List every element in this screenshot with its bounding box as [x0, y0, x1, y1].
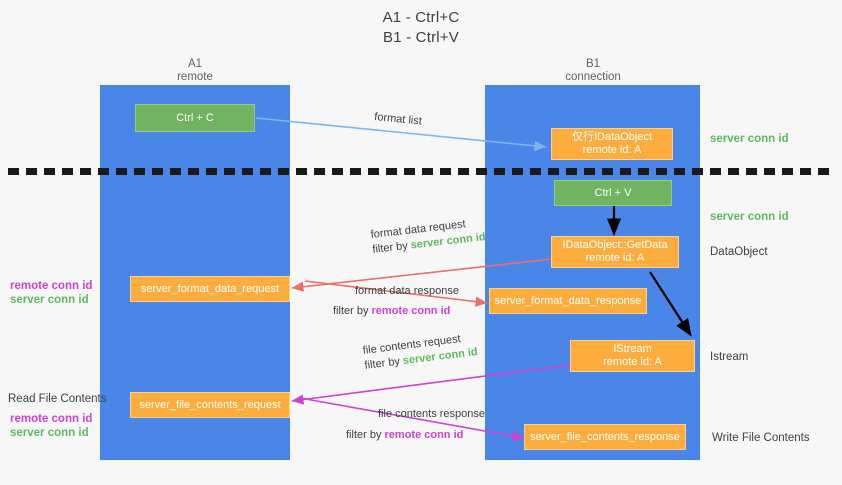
- column-header-a1-name: A1: [187, 58, 203, 70]
- node-istream-line1: IStream: [613, 343, 652, 355]
- annotation-server-conn-id-upper: server conn id: [10, 294, 89, 306]
- edge-label-format-data-response-line2: filter by remote conn id: [333, 304, 459, 319]
- annotation-server-conn-id-lower: server conn id: [10, 427, 89, 439]
- edge-label-format-data-request: format data request filter by server con…: [370, 215, 486, 258]
- node-server-file-contents-response[interactable]: server_file_contents_response: [524, 424, 686, 450]
- node-server-format-data-response-label: server_format_data_response: [494, 294, 642, 307]
- column-header-b1-sub: connection: [565, 71, 621, 83]
- edge-label-format-list: format list: [374, 110, 423, 130]
- edge-label-fdreq-prefix: filter by: [371, 239, 412, 256]
- edge-label-file-contents-response: file contents response filter by remote …: [346, 407, 486, 443]
- node-getdata-line2: remote id: A: [585, 252, 645, 264]
- annotation-dataobject: DataObject: [710, 246, 768, 258]
- column-header-a1-sub: remote: [177, 71, 213, 83]
- node-ctrl-v-label: Ctrl + V: [594, 186, 632, 199]
- node-idataobject-top-line1: 仅行IDataObject: [571, 131, 653, 143]
- node-idataobject-getdata[interactable]: IDataObject::GetData remote id: A: [551, 236, 679, 268]
- annotation-remote-conn-id-upper: remote conn id: [10, 280, 93, 292]
- edge-label-file-contents-response-line2: filter by remote conn id: [346, 428, 485, 443]
- node-ctrl-c-label: Ctrl + C: [176, 111, 214, 124]
- edge-label-fdresp-value: remote conn id: [371, 305, 451, 317]
- column-header-b1-name: B1: [585, 58, 601, 70]
- node-getdata-line1: IDataObject::GetData: [562, 239, 668, 251]
- annotation-istream: Istream: [710, 351, 749, 363]
- edge-label-fcresp-value: remote conn id: [384, 429, 464, 441]
- edge-label-file-contents-request: file contents request filter by server c…: [362, 330, 479, 374]
- node-istream[interactable]: IStream remote id: A: [570, 340, 695, 372]
- node-server-file-contents-request-label: server_file_contents_request: [139, 398, 281, 411]
- node-idataobject-top[interactable]: 仅行IDataObject remote id: A: [551, 128, 673, 160]
- column-header-a1: A1 remote: [115, 58, 275, 84]
- node-ctrl-c[interactable]: Ctrl + C: [135, 104, 255, 132]
- node-server-format-data-request-label: server_format_data_request: [140, 282, 280, 295]
- title-line-2: B1 - Ctrl+V: [383, 29, 459, 46]
- edge-label-format-data-response-line1: format data response: [355, 285, 459, 297]
- edge-label-format-data-response: format data response filter by remote co…: [333, 284, 459, 319]
- column-header-b1: B1 connection: [513, 58, 673, 84]
- annotation-server-conn-id-top: server conn id: [710, 133, 789, 145]
- annotation-read-file-contents: Read File Contents: [8, 393, 107, 405]
- node-server-file-contents-request[interactable]: server_file_contents_request: [130, 392, 290, 418]
- phase-divider: [8, 168, 834, 175]
- node-idataobject-top-line2: remote id: A: [582, 144, 642, 156]
- edge-label-format-list-text: format list: [373, 110, 423, 128]
- title-line-1: A1 - Ctrl+C: [382, 9, 460, 26]
- edge-label-fcresp-prefix: filter by: [346, 429, 385, 441]
- node-server-format-data-request[interactable]: server_format_data_request: [130, 276, 290, 302]
- edge-label-fdresp-prefix: filter by: [333, 305, 372, 317]
- node-server-file-contents-response-label: server_file_contents_response: [530, 430, 680, 443]
- node-istream-line2: remote id: A: [603, 356, 662, 368]
- node-ctrl-v[interactable]: Ctrl + V: [554, 180, 672, 206]
- page-title: A1 - Ctrl+C B1 - Ctrl+V: [0, 8, 842, 48]
- annotation-write-file-contents: Write File Contents: [712, 432, 810, 444]
- annotation-remote-conn-id-lower: remote conn id: [10, 413, 93, 425]
- node-server-format-data-response[interactable]: server_format_data_response: [489, 288, 647, 314]
- edge-label-fcreq-prefix: filter by: [363, 355, 404, 372]
- edge-label-file-contents-response-line1: file contents response: [378, 408, 486, 420]
- annotation-server-conn-id-mid: server conn id: [710, 211, 789, 223]
